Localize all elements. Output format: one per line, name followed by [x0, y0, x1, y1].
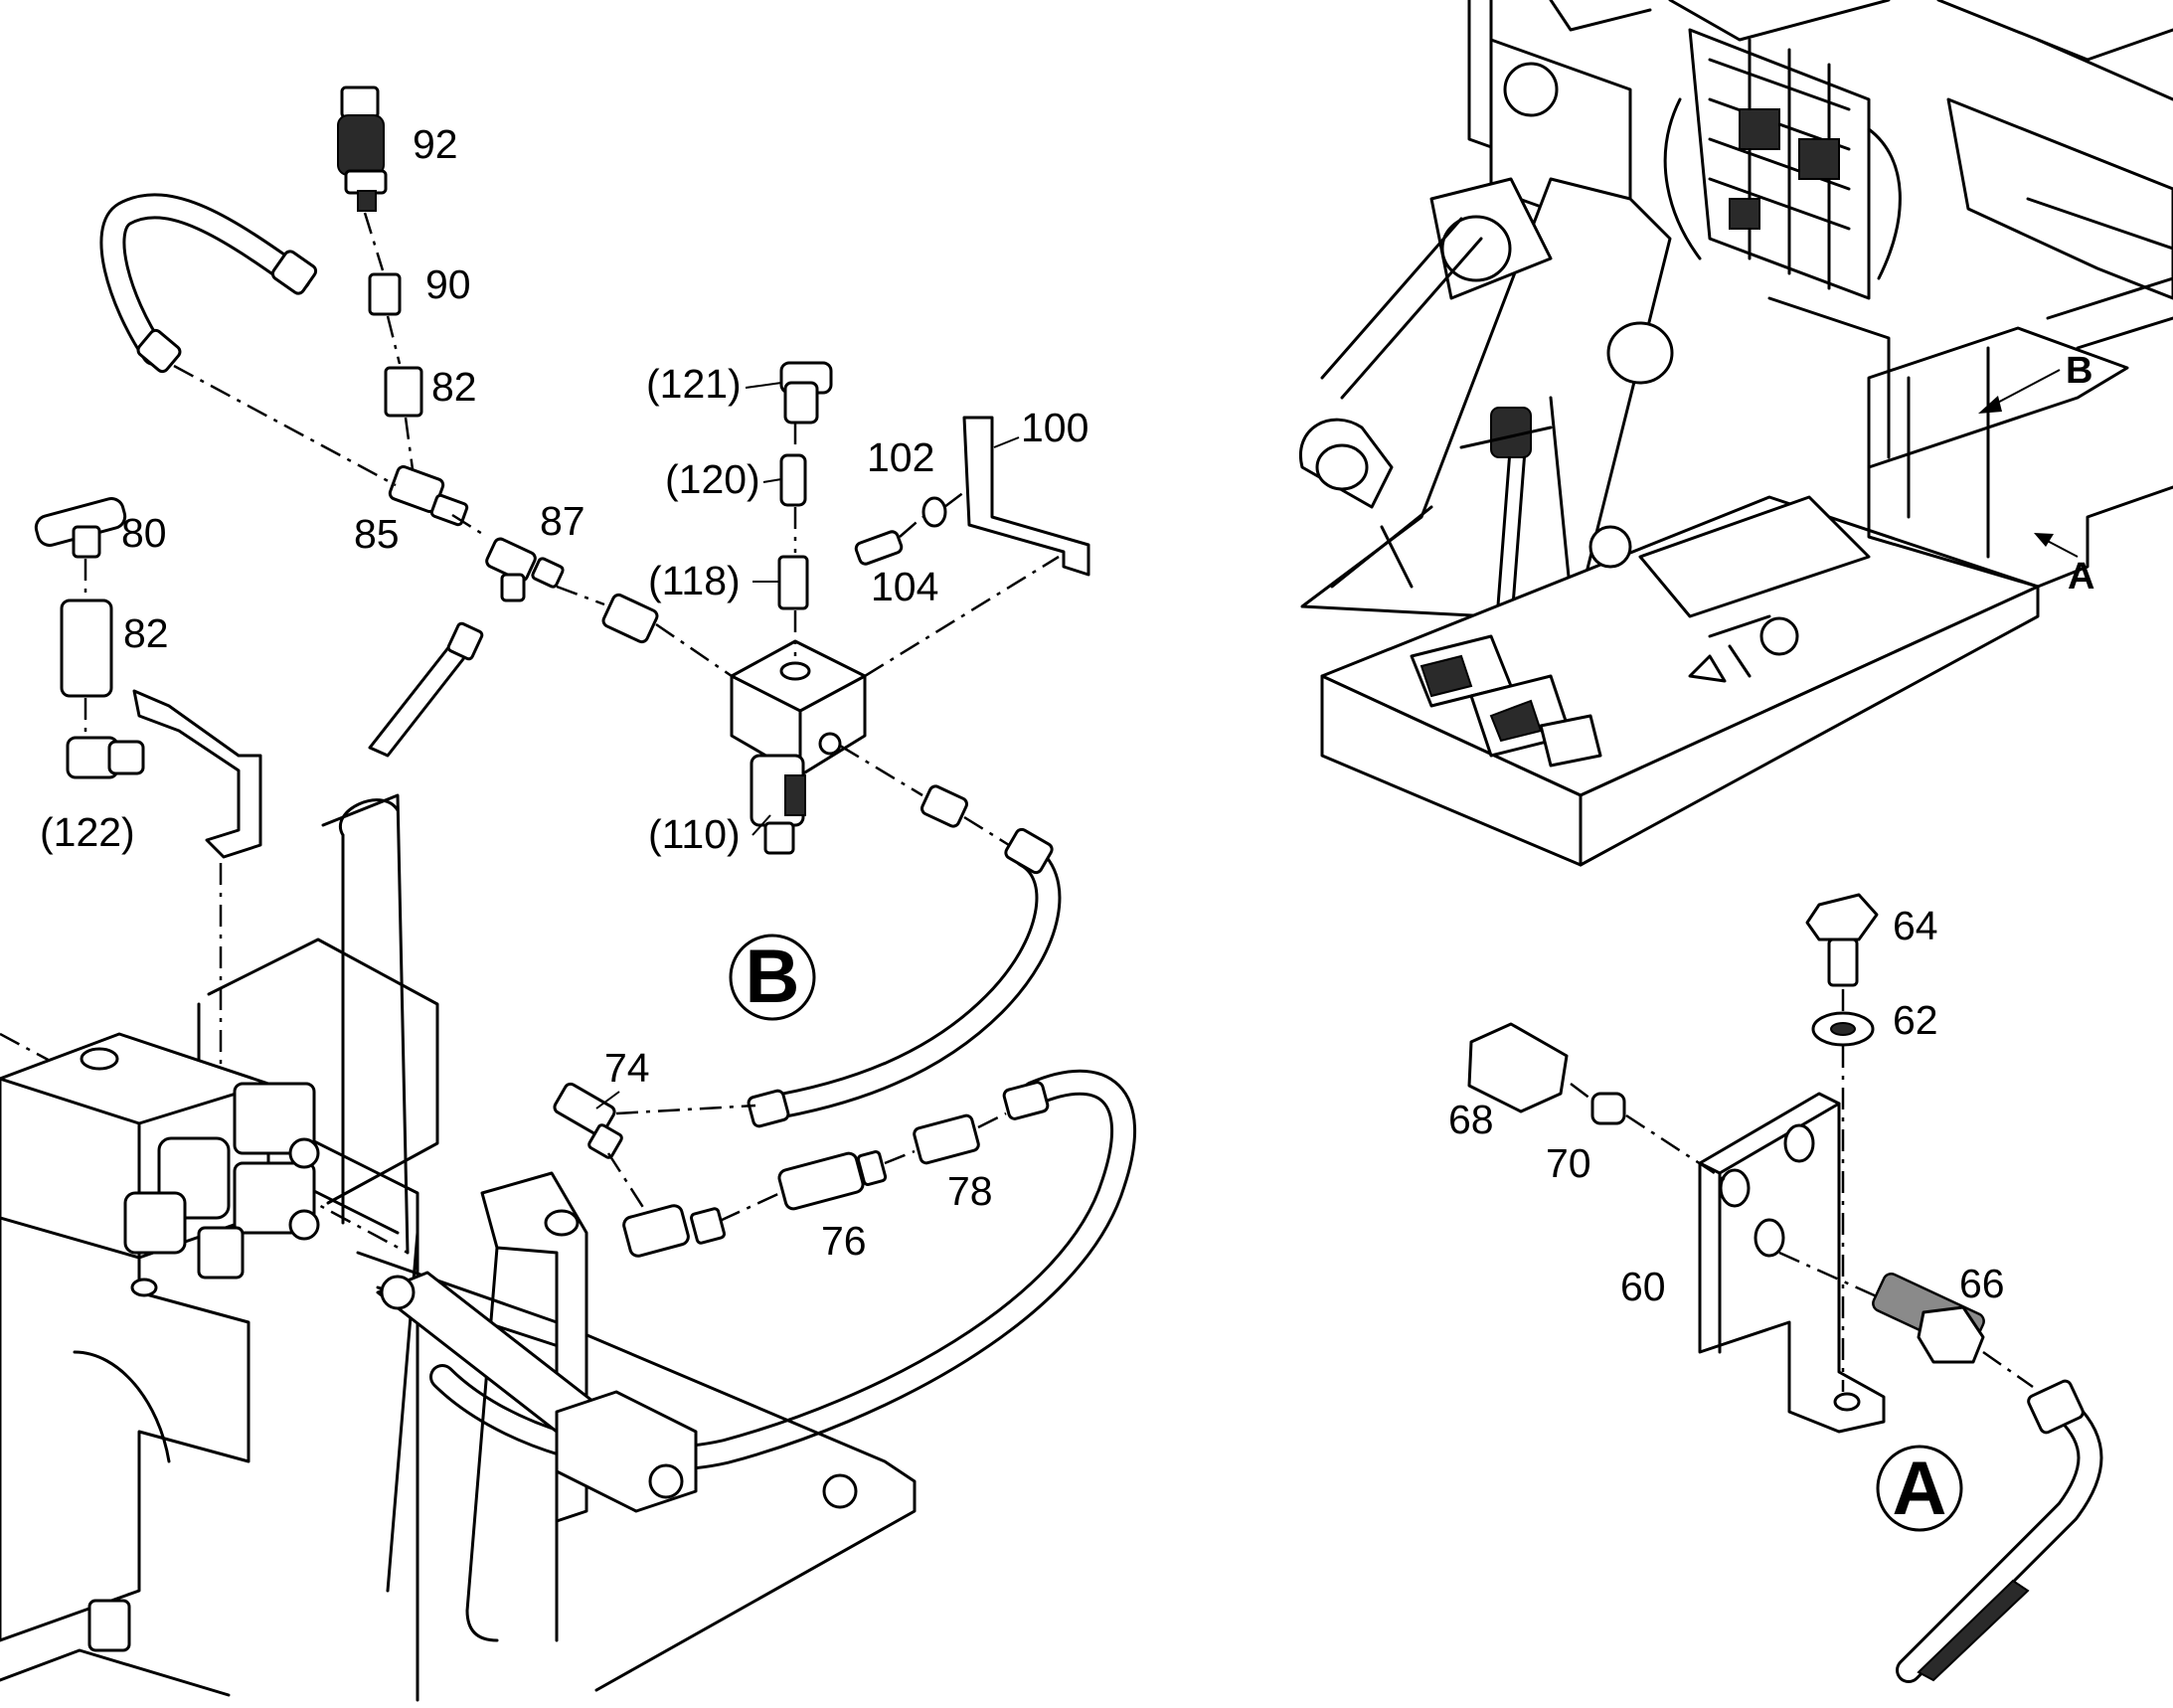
- pipe-87: [368, 621, 484, 758]
- detail-b-letter: B: [746, 935, 800, 1019]
- fitting-76: [777, 1150, 888, 1211]
- washer-62: [1811, 1011, 1875, 1047]
- callout-92: 92: [413, 121, 458, 167]
- ref-b-leader: [1987, 369, 2061, 409]
- floor-plate: [1320, 495, 2040, 867]
- callout-80: 80: [121, 510, 167, 556]
- callout-leaders: [595, 382, 1020, 1110]
- valve-solenoid-block: [0, 1032, 320, 1280]
- callout-66: 66: [1959, 1261, 2005, 1306]
- tee-85: [388, 465, 469, 527]
- ref-a-letter: A: [2068, 556, 2094, 598]
- adapter-valve-inlet: [601, 593, 659, 644]
- detail-b-assembly: B: [0, 85, 1136, 1702]
- callout-60: 60: [1620, 1264, 1666, 1309]
- callout-85: 85: [354, 511, 400, 557]
- callout-120: (120): [665, 456, 760, 502]
- ref-a-arrow: [2034, 533, 2054, 547]
- detail-a-marker: A: [1876, 1445, 1963, 1532]
- fitting-valve-outlet: [920, 784, 968, 828]
- callout-82-upper: 82: [431, 364, 477, 410]
- callout-76: 76: [821, 1218, 867, 1264]
- callout-74: 74: [604, 1045, 650, 1091]
- screw-104: [854, 530, 904, 566]
- detail-b-marker: B: [729, 934, 816, 1021]
- elbow-122: [66, 736, 145, 779]
- lower-frame: [0, 793, 917, 1702]
- callout-68: 68: [1448, 1097, 1494, 1142]
- callout-labels: 92 90 82 85 87 80 82 (122) (121) (120) (…: [40, 121, 2005, 1309]
- nut-68: [1467, 1022, 1569, 1113]
- hose-valve-to-74: [747, 827, 1062, 1128]
- callout-110: (110): [648, 811, 741, 857]
- control-valve-cluster: [1663, 28, 1902, 300]
- nut-82-lower: [60, 598, 113, 698]
- callout-118: (118): [648, 558, 741, 603]
- callout-100: 100: [1021, 405, 1088, 450]
- tee-80: [34, 497, 127, 559]
- elbow-fitting: [622, 1204, 727, 1258]
- tee-74: [553, 1082, 623, 1159]
- detail-a-assembly: A: [1467, 893, 2103, 1683]
- bracket-100: [962, 416, 1090, 577]
- callout-64: 64: [1893, 903, 1938, 948]
- machine-overview: B A: [1299, 0, 2173, 867]
- fitting-120: [779, 453, 807, 507]
- bolt-64: [1805, 893, 1879, 987]
- tee-87: [485, 537, 565, 602]
- union-66: [1872, 1273, 1985, 1364]
- assembly-lines-a: [1570, 989, 2034, 1392]
- valve-block-110: [730, 639, 867, 855]
- callout-70: 70: [1546, 1140, 1591, 1186]
- ref-b-arrow: [1978, 396, 2002, 414]
- tee-121: [779, 361, 833, 425]
- sleeve-70: [1590, 1092, 1626, 1125]
- callout-104: 104: [871, 564, 938, 609]
- nut-82-upper: [384, 366, 423, 418]
- fitting-78: [913, 1113, 980, 1165]
- callout-62: 62: [1893, 997, 1938, 1043]
- callout-82-lower: 82: [123, 610, 169, 656]
- callout-102: 102: [867, 434, 934, 480]
- callout-121: (121): [646, 361, 742, 407]
- hose-upper-left: [99, 193, 318, 374]
- callout-87: 87: [540, 498, 585, 544]
- adapter-90: [368, 272, 402, 316]
- pressure-switch-92: [337, 85, 388, 212]
- callout-90: 90: [425, 261, 471, 307]
- callout-122: (122): [40, 809, 135, 855]
- washer-102: [921, 496, 947, 528]
- bracket-60: [1698, 1092, 1886, 1434]
- detail-a-letter: A: [1893, 1447, 1947, 1531]
- fitting-118: [777, 555, 809, 610]
- bracket-122: [132, 689, 262, 859]
- ref-b-letter: B: [2066, 350, 2092, 392]
- callout-78: 78: [947, 1168, 993, 1214]
- tube-a: [1896, 1379, 2103, 1683]
